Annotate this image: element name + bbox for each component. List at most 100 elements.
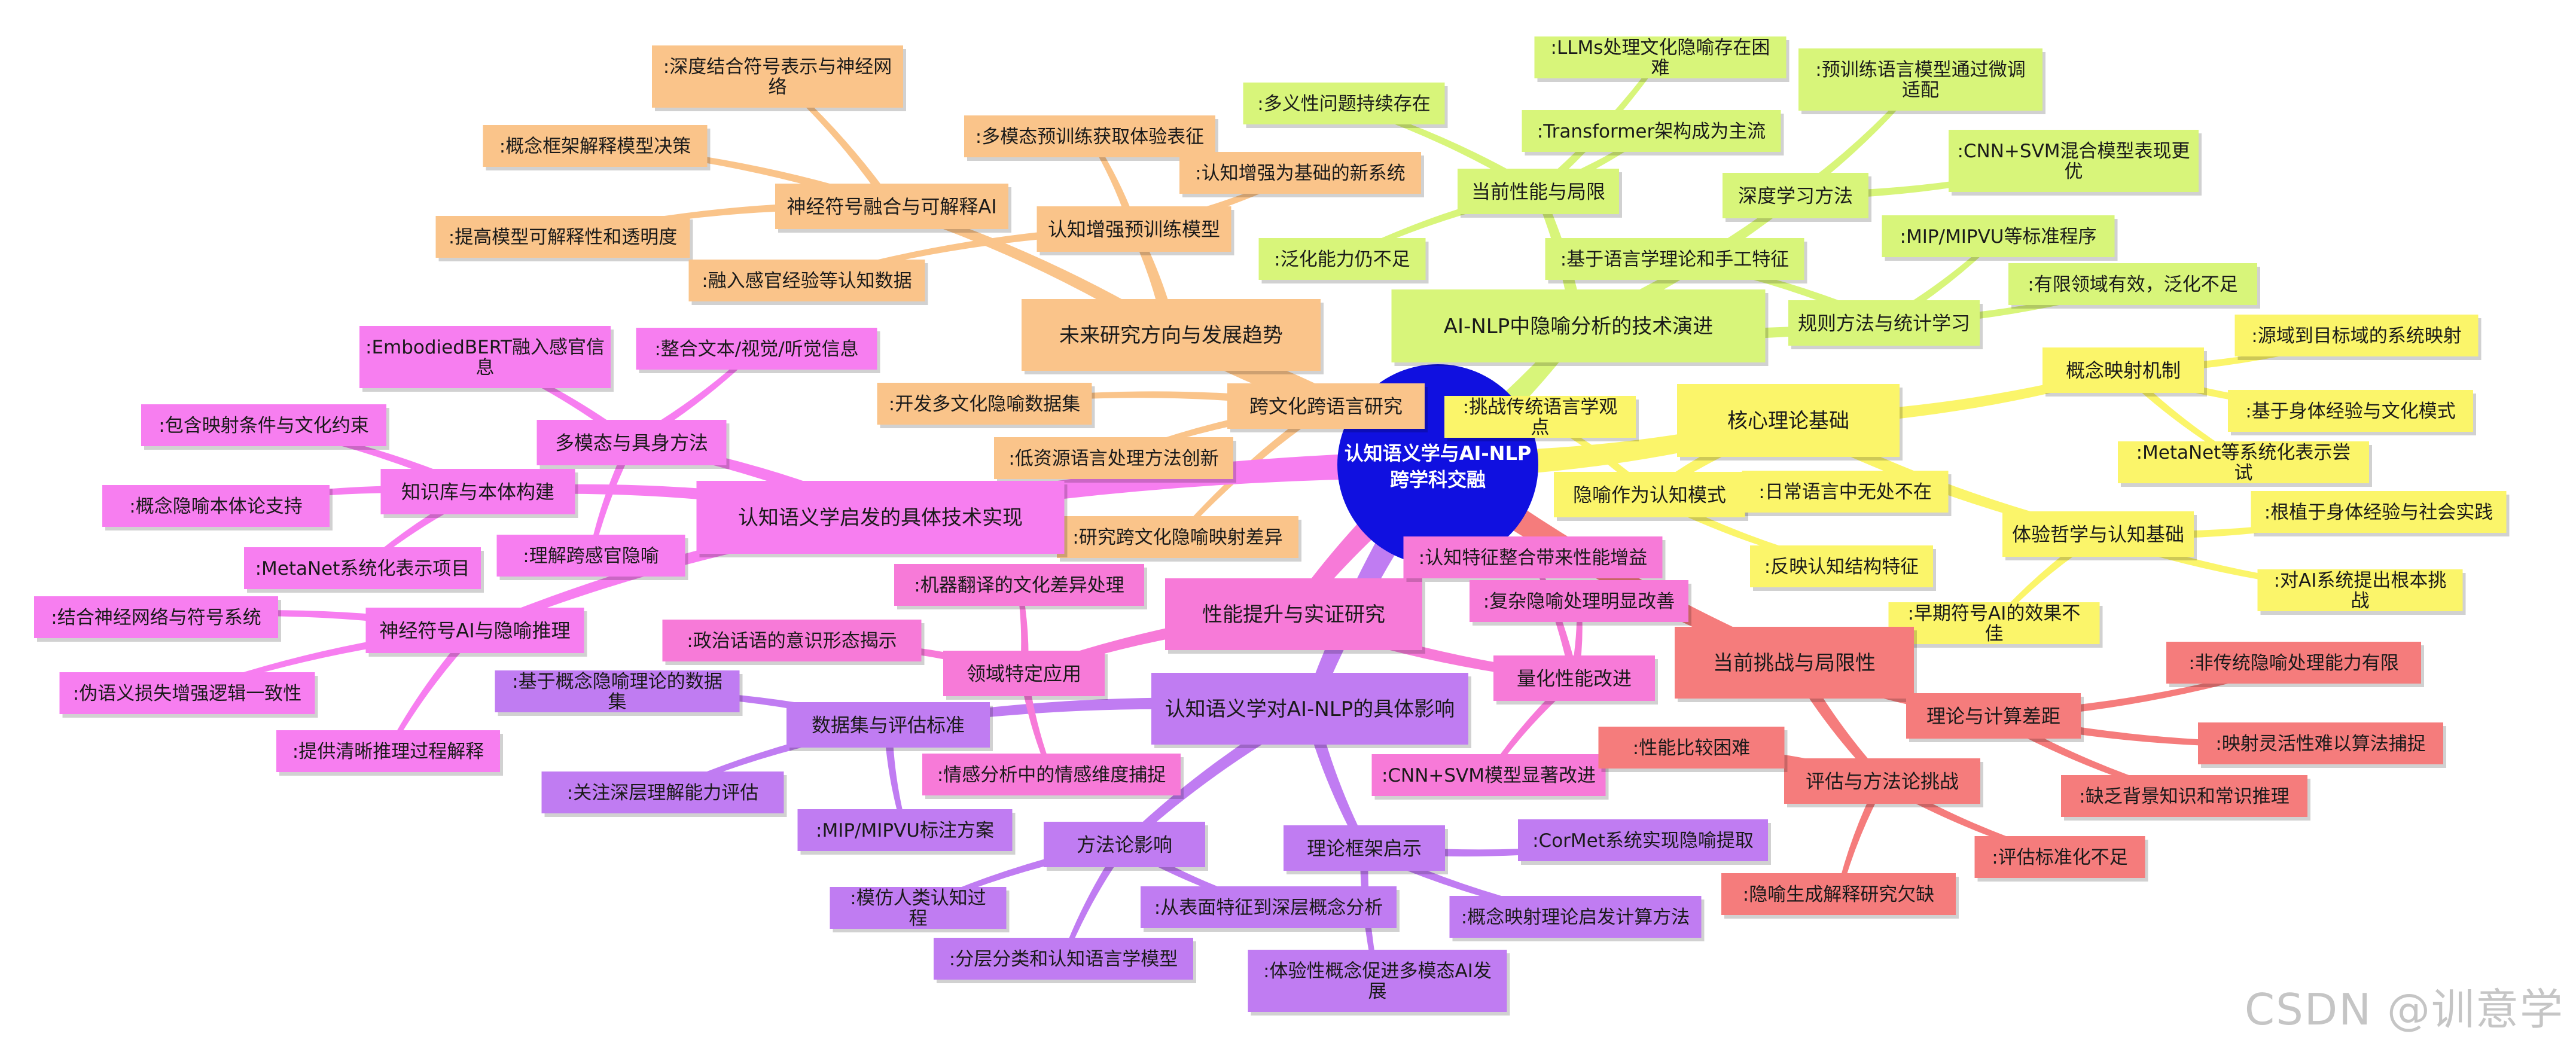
node-ds[interactable]: 数据集与评估标准	[786, 702, 993, 751]
node-label: 跨文化跨语言研究	[1249, 395, 1403, 418]
node-quant[interactable]: 量化性能改进	[1493, 655, 1658, 705]
node-future[interactable]: 未来研究方向与发展趋势	[1022, 299, 1324, 374]
node-f5[interactable]: :认知增强为基础的新系统	[1179, 152, 1424, 197]
node-g4[interactable]: :泛化能力仍不足	[1258, 238, 1429, 283]
node-y8[interactable]: :对AI系统提出根本挑战	[2257, 569, 2466, 615]
node-y6[interactable]: :反映认知结构特征	[1750, 545, 1936, 591]
node-m7[interactable]: :结合神经网络与符号系统	[34, 596, 281, 642]
node-p3[interactable]: :MIP/MIPVU标注方案	[797, 809, 1016, 855]
node-k1[interactable]: :机器翻译的文化差异处理	[894, 564, 1147, 609]
node-label: :融入感官经验等认知数据	[702, 270, 911, 292]
node-kb[interactable]: 知识库与本体构建	[380, 469, 578, 518]
node-g2[interactable]: :LLMs处理文化隐喻存在困难	[1534, 36, 1790, 82]
node-f8[interactable]: :低资源语言处理方法创新	[994, 437, 1236, 483]
node-meth[interactable]: 方法论影响	[1044, 822, 1208, 871]
node-perf[interactable]: 当前性能与局限	[1458, 169, 1622, 218]
node-chal[interactable]: 当前挑战与局限性	[1675, 627, 1917, 702]
node-p2[interactable]: :关注深层理解能力评估	[541, 771, 787, 817]
node-mm[interactable]: 多模态与具身方法	[536, 420, 730, 469]
node-tech[interactable]: AI-NLP中隐喻分析的技术演进	[1391, 289, 1769, 366]
node-f6[interactable]: :融入感官经验等认知数据	[688, 260, 928, 305]
node-y5[interactable]: :日常语言中无处不在	[1742, 471, 1952, 516]
node-cog[interactable]: 认知增强预训练模型	[1037, 206, 1234, 255]
node-f7[interactable]: :开发多文化隐喻数据集	[877, 383, 1095, 428]
node-f1[interactable]: :深度结合符号表示与神经网络	[652, 45, 906, 111]
node-y2[interactable]: :基于身体经验与文化模式	[2228, 390, 2476, 435]
node-theo[interactable]: 理论框架启示	[1284, 825, 1448, 874]
node-g3[interactable]: :Transformer架构成为主流	[1522, 110, 1784, 155]
node-core[interactable]: 核心理论基础	[1677, 384, 1903, 461]
node-k3[interactable]: :情感分析中的情感维度捕捉	[922, 754, 1184, 799]
node-r1[interactable]: :非传统隐喻处理能力有限	[2166, 642, 2424, 687]
node-rule[interactable]: 规则方法与统计学习	[1788, 300, 1983, 349]
node-f3[interactable]: :提高模型可解释性和透明度	[435, 216, 693, 261]
node-label: :性能比较困难	[1633, 737, 1750, 759]
node-p5[interactable]: :分层分类和认知语言学模型	[934, 938, 1196, 983]
node-p1[interactable]: :基于概念隐喻理论的数据集	[495, 670, 743, 716]
node-p8[interactable]: :概念映射理论启发计算方法	[1449, 896, 1705, 941]
node-f2[interactable]: :概念框架解释模型决策	[483, 125, 711, 170]
node-y3[interactable]: :MetaNet等系统化表示尝试	[2118, 441, 2372, 487]
node-impact[interactable]: 认知语义学对AI-NLP的具体影响	[1151, 673, 1471, 748]
node-m6[interactable]: :MetaNet系统化表示项目	[244, 547, 484, 593]
node-p4[interactable]: :模仿人类认知过程	[830, 887, 1010, 932]
node-mcog[interactable]: 隐喻作为认知模式	[1554, 472, 1748, 521]
node-g6[interactable]: :CNN+SVM混合模型表现更优	[1949, 130, 2202, 196]
node-k5[interactable]: :复杂隐喻处理明显改善	[1470, 580, 1691, 626]
node-k4[interactable]: :认知特征整合带来性能增益	[1403, 536, 1666, 582]
node-neuro[interactable]: 神经符号融合与可解释AI	[775, 184, 1011, 233]
node-m1[interactable]: :EmbodiedBERT融入感官信息	[359, 326, 614, 392]
node-g7[interactable]: :基于语言学理论和手工特征	[1545, 238, 1807, 283]
node-r4[interactable]: :性能比较困难	[1598, 727, 1788, 772]
node-dom[interactable]: 领域特定应用	[943, 651, 1108, 700]
node-label: :CNN+SVM模型显著改进	[1382, 765, 1596, 786]
node-k2[interactable]: :政治话语的意识形态揭示	[662, 620, 925, 665]
node-y9[interactable]: :早期符号AI的效果不佳	[1888, 602, 2103, 648]
node-emb[interactable]: 体验哲学与认知基础	[2002, 511, 2197, 560]
node-label: 量化性能改进	[1517, 667, 1632, 690]
node-r5[interactable]: :评估标准化不足	[1974, 836, 2148, 882]
node-p7[interactable]: :CorMet系统实现隐喻提取	[1518, 819, 1771, 865]
node-r2[interactable]: :映射灵活性难以算法捕捉	[2198, 722, 2446, 768]
node-cmap[interactable]: 概念映射机制	[2042, 347, 2207, 397]
node-f4[interactable]: :多模态预训练获取体验表征	[964, 115, 1218, 161]
node-k6[interactable]: :CNN+SVM模型显著改进	[1371, 754, 1609, 800]
node-f9[interactable]: :研究跨文化隐喻映射差异	[1057, 516, 1301, 562]
edge-chal	[1431, 452, 1798, 669]
node-empir[interactable]: 性能提升与实证研究	[1165, 578, 1425, 654]
node-box	[696, 481, 1065, 554]
node-g1[interactable]: :多义性问题持续存在	[1243, 83, 1448, 128]
node-label: :研究跨文化隐喻映射差异	[1072, 527, 1282, 548]
node-y7[interactable]: :根植于身体经验与社会实践	[2251, 491, 2510, 536]
node-apps[interactable]: 认知语义学启发的具体技术实现	[696, 481, 1068, 557]
node-cross[interactable]: 跨文化跨语言研究	[1227, 383, 1428, 432]
node-r3[interactable]: :缺乏背景知识和常识推理	[2061, 775, 2310, 821]
node-label: :包含映射条件与文化约束	[158, 415, 368, 437]
node-m2[interactable]: :整合文本/视觉/听觉信息	[636, 328, 880, 373]
node-box	[662, 620, 922, 661]
node-label: :从表面特征到深层概念分析	[1154, 897, 1383, 919]
node-deep[interactable]: 深度学习方法	[1723, 173, 1871, 222]
node-m3[interactable]: :理解跨感官隐喻	[496, 535, 688, 580]
node-box	[1151, 673, 1468, 745]
node-label: :结合神经网络与符号系统	[51, 607, 261, 629]
node-evalc[interactable]: 评估与方法论挑战	[1784, 758, 1983, 807]
node-y1[interactable]: :源域到目标域的系统映射	[2234, 315, 2482, 360]
node-g5[interactable]: :预训练语言模型通过微调适配	[1798, 48, 2045, 114]
node-m5[interactable]: :概念隐喻本体论支持	[102, 485, 333, 530]
node-r6[interactable]: :隐喻生成解释研究欠缺	[1721, 873, 1959, 919]
node-label: :预训练语言模型通过微调适配	[1815, 59, 2025, 101]
node-label: 神经符号融合与可解释AI	[786, 196, 996, 218]
node-g9[interactable]: :有限领域有效，泛化不足	[2008, 263, 2260, 309]
node-p9[interactable]: :体验性概念促进多模态AI发展	[1248, 950, 1510, 1016]
node-p6[interactable]: :从表面特征到深层概念分析	[1141, 886, 1400, 932]
node-m4[interactable]: :包含映射条件与文化约束	[141, 404, 389, 450]
node-label: :泛化能力仍不足	[1274, 249, 1410, 270]
node-gap[interactable]: 理论与计算差距	[1906, 693, 2084, 742]
node-m9[interactable]: :提供清晰推理过程解释	[276, 730, 503, 776]
node-m8[interactable]: :伪语义损失增强逻辑一致性	[59, 672, 318, 718]
node-label: :多义性问题持续存在	[1257, 93, 1430, 115]
node-g8[interactable]: :MIP/MIPVU等标准程序	[1882, 215, 2118, 261]
node-y4[interactable]: :挑战传统语言学观点	[1444, 396, 1639, 441]
node-ns[interactable]: 神经符号AI与隐喻推理	[365, 608, 587, 657]
